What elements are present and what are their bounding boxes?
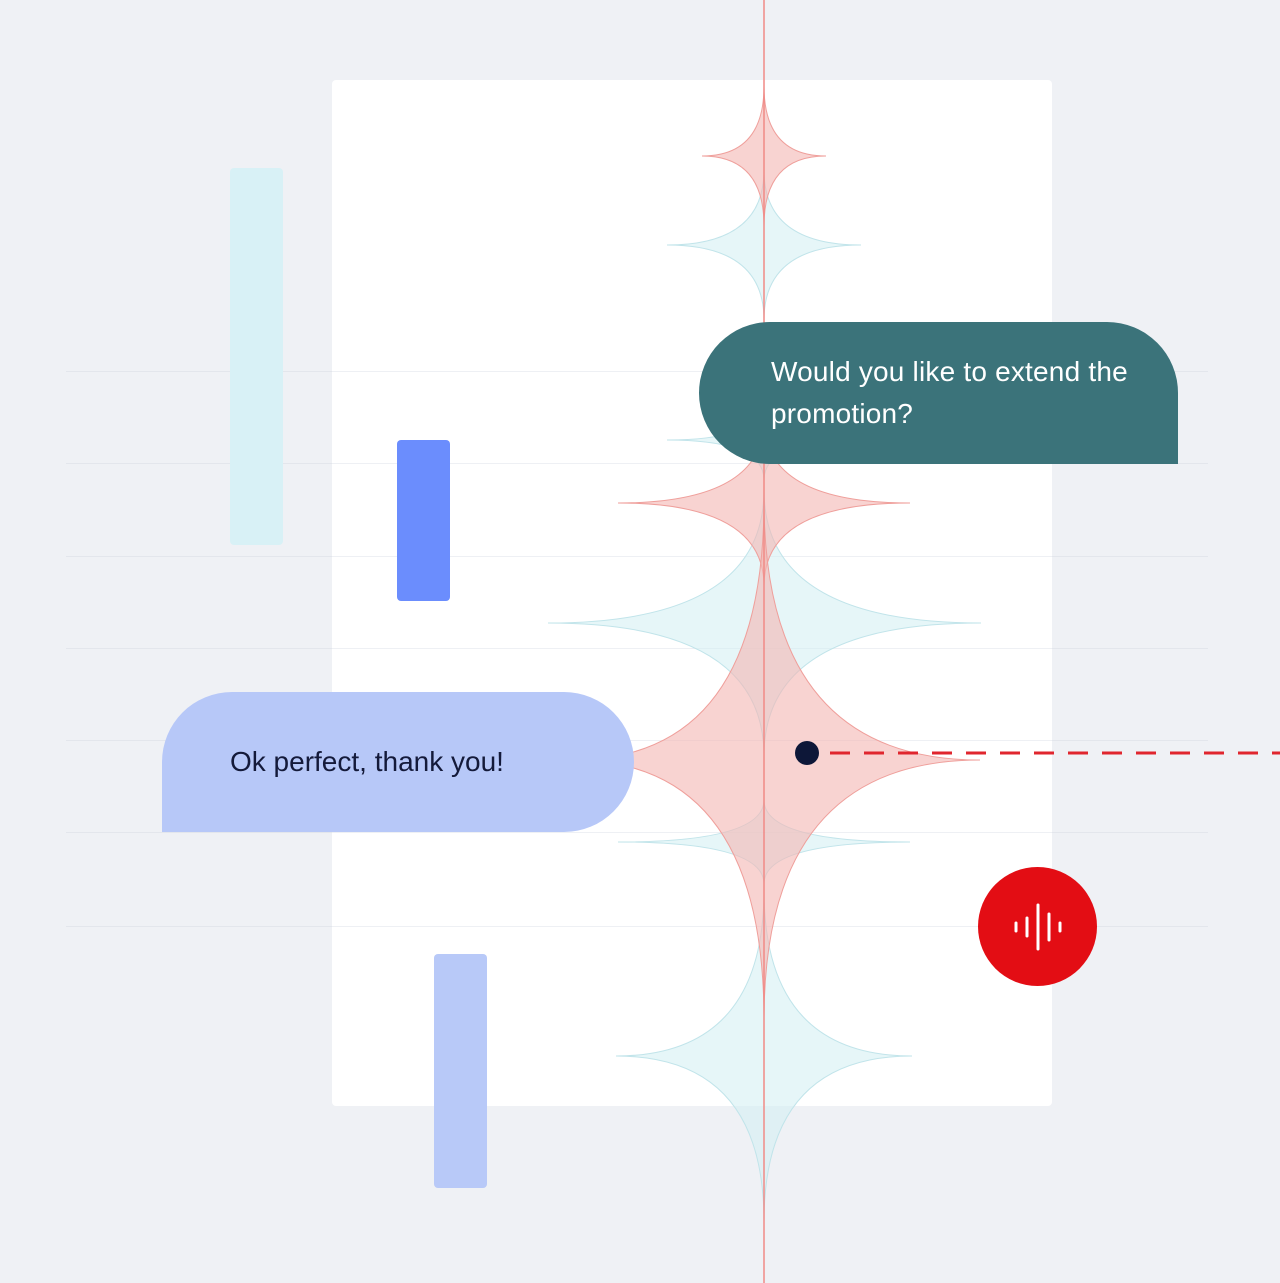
user-message-bubble: Ok perfect, thank you! bbox=[162, 692, 634, 832]
panel-guide-line bbox=[332, 832, 1052, 833]
agent-message-bubble: Would you like to extend the promotion? bbox=[699, 322, 1178, 464]
panel-guide-line bbox=[332, 648, 1052, 649]
decorative-bar-periwinkle bbox=[434, 954, 487, 1188]
user-message-text: Ok perfect, thank you! bbox=[230, 746, 504, 777]
decorative-bar-blue bbox=[397, 440, 450, 601]
decorative-bar-cyan bbox=[230, 168, 283, 545]
voice-button[interactable] bbox=[978, 867, 1097, 986]
agent-message-text: Would you like to extend the promotion? bbox=[771, 356, 1128, 429]
position-dot-icon bbox=[795, 741, 819, 765]
sound-wave-icon bbox=[1014, 903, 1061, 950]
panel-guide-line bbox=[332, 926, 1052, 927]
